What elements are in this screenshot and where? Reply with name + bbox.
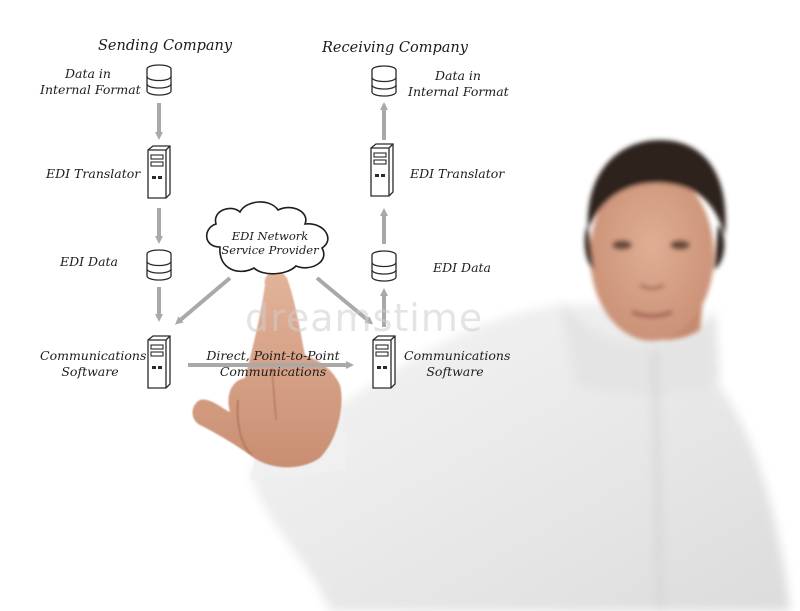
presenter-head xyxy=(584,140,726,341)
recv-edi-data-database-icon xyxy=(371,250,397,282)
send-edi-data-label: EDI Data xyxy=(60,254,119,269)
recv-comm-software-label: Communications Software xyxy=(404,348,511,380)
recv-data-internal-line1: Data in xyxy=(435,68,481,83)
receiving-company-header: Receiving Company xyxy=(322,40,468,56)
direct-line1: Direct, Point-to-Point xyxy=(206,348,340,363)
network-provider-label: EDI Network Service Provider xyxy=(218,229,322,257)
sending-company-header: Sending Company xyxy=(98,38,233,54)
arrow-network-to-send-comm xyxy=(174,276,232,325)
recv-comm-line1: Communications xyxy=(404,348,511,363)
send-comm-server-icon xyxy=(147,335,171,389)
send-translator-server-icon xyxy=(147,145,171,199)
recv-data-internal-line2: Internal Format xyxy=(408,84,509,99)
send-database-icon xyxy=(146,64,172,96)
network-line2: Service Provider xyxy=(221,243,319,257)
pointing-hand xyxy=(192,271,348,480)
recv-data-internal-label: Data in Internal Format xyxy=(408,68,509,100)
send-comm-line2: Software xyxy=(61,364,119,379)
recv-translator-server-icon xyxy=(370,143,394,197)
direct-communications-label: Direct, Point-to-Point Communications xyxy=(198,348,348,380)
send-data-internal-line1: Data in xyxy=(65,66,111,81)
recv-comm-line2: Software xyxy=(426,364,484,379)
recv-comm-server-icon xyxy=(372,335,396,389)
network-cloud-icon xyxy=(205,201,329,275)
recv-edi-data-label: EDI Data xyxy=(433,260,492,275)
recv-translator-label: EDI Translator xyxy=(410,166,505,181)
network-line1: EDI Network xyxy=(231,229,309,243)
send-edi-data-database-icon xyxy=(146,249,172,281)
arrow-network-to-recv-comm xyxy=(315,276,374,325)
send-translator-label: EDI Translator xyxy=(46,166,141,181)
send-comm-software-label: Communications Software xyxy=(40,348,147,380)
direct-line2: Communications xyxy=(219,364,327,379)
send-data-internal-label: Data in Internal Format xyxy=(40,66,141,98)
send-comm-line1: Communications xyxy=(40,348,147,363)
flow-arrows xyxy=(155,102,388,369)
send-data-internal-line2: Internal Format xyxy=(40,82,141,97)
recv-database-icon xyxy=(371,65,397,97)
